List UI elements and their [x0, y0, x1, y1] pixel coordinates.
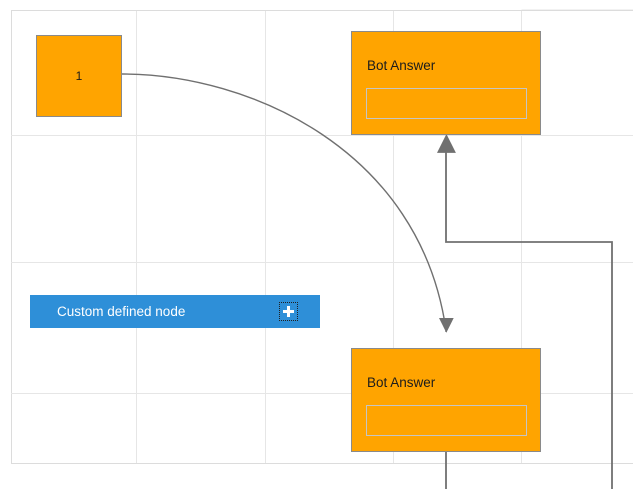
palette-item-custom-defined-node[interactable]: Custom defined node	[30, 295, 320, 328]
node-bot-answer-top[interactable]: Bot Answer	[351, 31, 541, 135]
plus-icon[interactable]	[279, 302, 298, 321]
node-bot-answer-bottom-title: Bot Answer	[367, 375, 436, 390]
node-1-label: 1	[75, 69, 83, 83]
node-1[interactable]: 1	[36, 35, 122, 117]
palette-item-label: Custom defined node	[57, 303, 186, 319]
node-bot-answer-bottom[interactable]: Bot Answer	[351, 348, 541, 452]
node-bot-answer-bottom-field[interactable]	[366, 405, 527, 436]
node-bot-answer-top-field[interactable]	[366, 88, 527, 119]
node-bot-answer-top-title: Bot Answer	[367, 58, 436, 73]
